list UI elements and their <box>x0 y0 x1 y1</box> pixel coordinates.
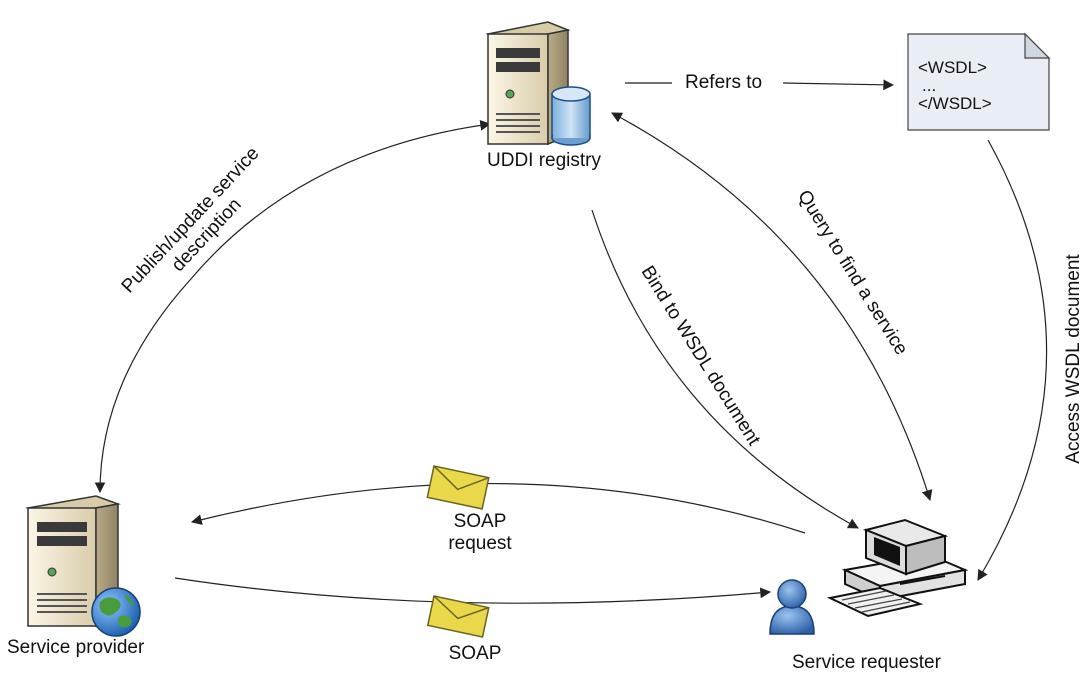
edge-soap-response <box>174 577 772 604</box>
edge-query <box>611 112 933 502</box>
edge-bind <box>591 209 859 529</box>
soap-request-label: SOAP request <box>430 511 530 555</box>
wsdl-line-1: <WSDL> <box>918 58 987 77</box>
edge-refers-to <box>625 79 895 91</box>
computer-icon <box>826 518 969 618</box>
service-provider-label: Service provider <box>7 637 145 658</box>
wsdl-document-icon: <WSDL> ... </WSDL> <box>907 32 1051 131</box>
wsdl-line-2: ... <box>922 76 936 95</box>
edge-soap-request <box>190 482 806 534</box>
globe-icon <box>91 587 141 637</box>
soap-request-label-line-1: SOAP <box>453 511 507 532</box>
provider-server-icon <box>25 495 121 628</box>
wsdl-line-3: </WSDL> <box>918 94 992 113</box>
edge-access <box>977 139 1048 581</box>
uddi-registry-label: UDDI registry <box>487 150 602 171</box>
service-requester-label: Service requester <box>792 652 941 673</box>
soap-request-envelope-icon <box>426 465 490 510</box>
soap-response-envelope-icon <box>426 595 490 638</box>
access-wsdl-label: Access WSDL document <box>1063 254 1081 464</box>
database-icon <box>551 86 591 146</box>
edge-publish <box>94 119 492 494</box>
person-icon <box>769 579 815 635</box>
soap-response-label: SOAP <box>448 643 502 664</box>
soap-request-label-line-2: request <box>448 533 512 554</box>
refers-to-label: Refers to <box>685 72 763 93</box>
